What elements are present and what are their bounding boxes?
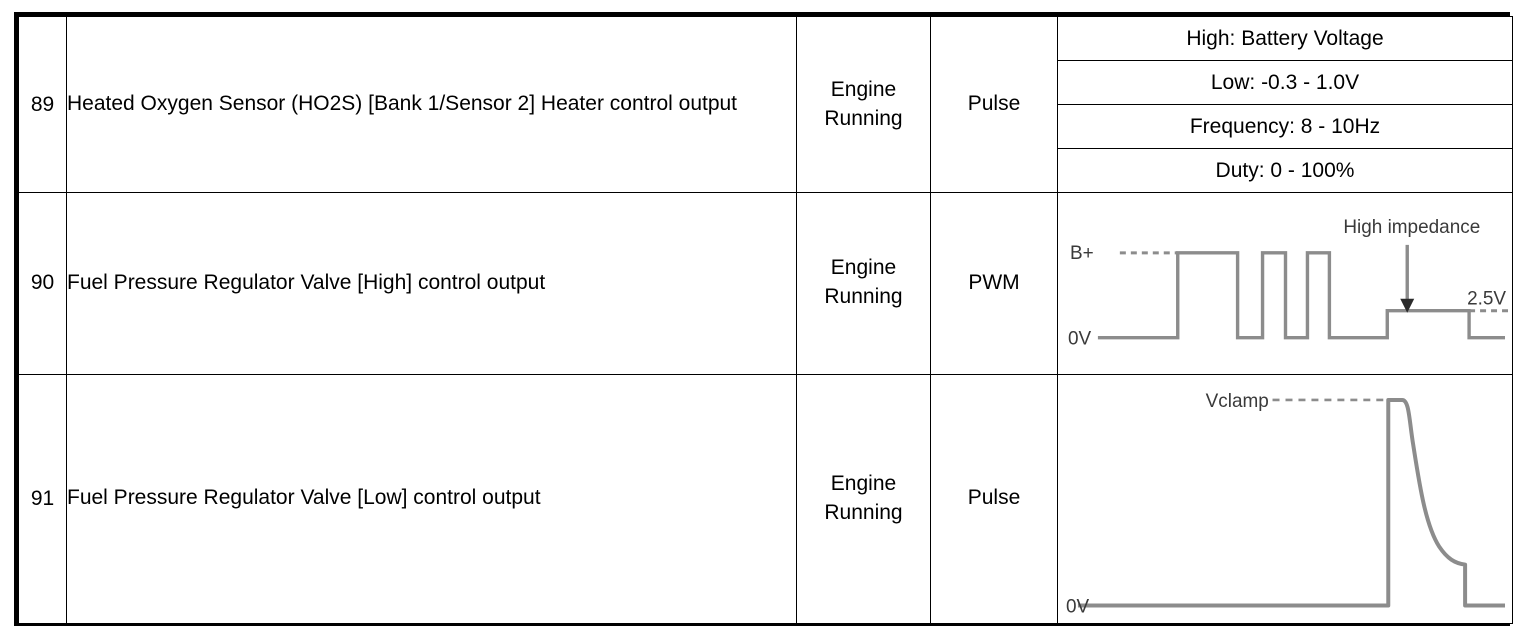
spec-table: 89 Heated Oxygen Sensor (HO2S) [Bank 1/S… <box>18 16 1513 625</box>
row-specification: High: Battery Voltage Low: -0.3 - 1.0V F… <box>1057 16 1513 193</box>
row-waveform-pulse: Vclamp 0V <box>1057 373 1513 625</box>
flyback-trace <box>1077 397 1506 608</box>
row-description: Fuel Pressure Regulator Valve [Low] cont… <box>66 373 797 625</box>
spec-line-duty: Duty: 0 - 100% <box>1058 148 1512 192</box>
spec-table-frame: 89 Heated Oxygen Sensor (HO2S) [Bank 1/S… <box>14 12 1513 626</box>
row-condition: Engine Running <box>796 192 931 375</box>
row-signal-type: Pulse <box>930 16 1058 193</box>
flyback-pulse-waveform-diagram: Vclamp 0V <box>1058 375 1512 623</box>
row-waveform-pwm: B+ 0V High impedance 2.5V <box>1057 192 1513 375</box>
spec-line-low: Low: -0.3 - 1.0V <box>1058 60 1512 105</box>
zero-volt-label: 0V <box>1068 329 1092 350</box>
pwm-waveform-svg: B+ 0V High impedance 2.5V <box>1068 217 1510 350</box>
row-number: 91 <box>18 373 67 625</box>
zero-volt-label: 0V <box>1066 596 1090 617</box>
pwm-waveform-diagram: B+ 0V High impedance 2.5V <box>1058 193 1512 374</box>
specification-list: High: Battery Voltage Low: -0.3 - 1.0V F… <box>1058 17 1512 192</box>
row-condition: Engine Running <box>796 16 931 193</box>
row-signal-type: PWM <box>930 192 1058 375</box>
spec-line-frequency: Frequency: 8 - 10Hz <box>1058 104 1512 149</box>
high-impedance-label: High impedance <box>1343 217 1480 238</box>
row-signal-type: Pulse <box>930 373 1058 625</box>
table-row: 91 Fuel Pressure Regulator Valve [Low] c… <box>18 373 1513 625</box>
row-condition: Engine Running <box>796 373 931 625</box>
bplus-label: B+ <box>1070 243 1094 264</box>
row-number: 89 <box>18 16 67 193</box>
row-description: Heated Oxygen Sensor (HO2S) [Bank 1/Sens… <box>66 16 797 193</box>
two-point-five-volt-label: 2.5V <box>1467 289 1506 310</box>
vclamp-label: Vclamp <box>1206 391 1269 412</box>
spec-line-high: High: Battery Voltage <box>1058 17 1512 61</box>
table-row: 89 Heated Oxygen Sensor (HO2S) [Bank 1/S… <box>18 16 1513 193</box>
pwm-trace <box>1097 251 1506 340</box>
high-impedance-arrow-head <box>1400 298 1415 313</box>
table-row: 90 Fuel Pressure Regulator Valve [High] … <box>18 192 1513 375</box>
flyback-waveform-svg: Vclamp 0V <box>1066 391 1506 617</box>
row-number: 90 <box>18 192 67 375</box>
row-description: Fuel Pressure Regulator Valve [High] con… <box>66 192 797 375</box>
